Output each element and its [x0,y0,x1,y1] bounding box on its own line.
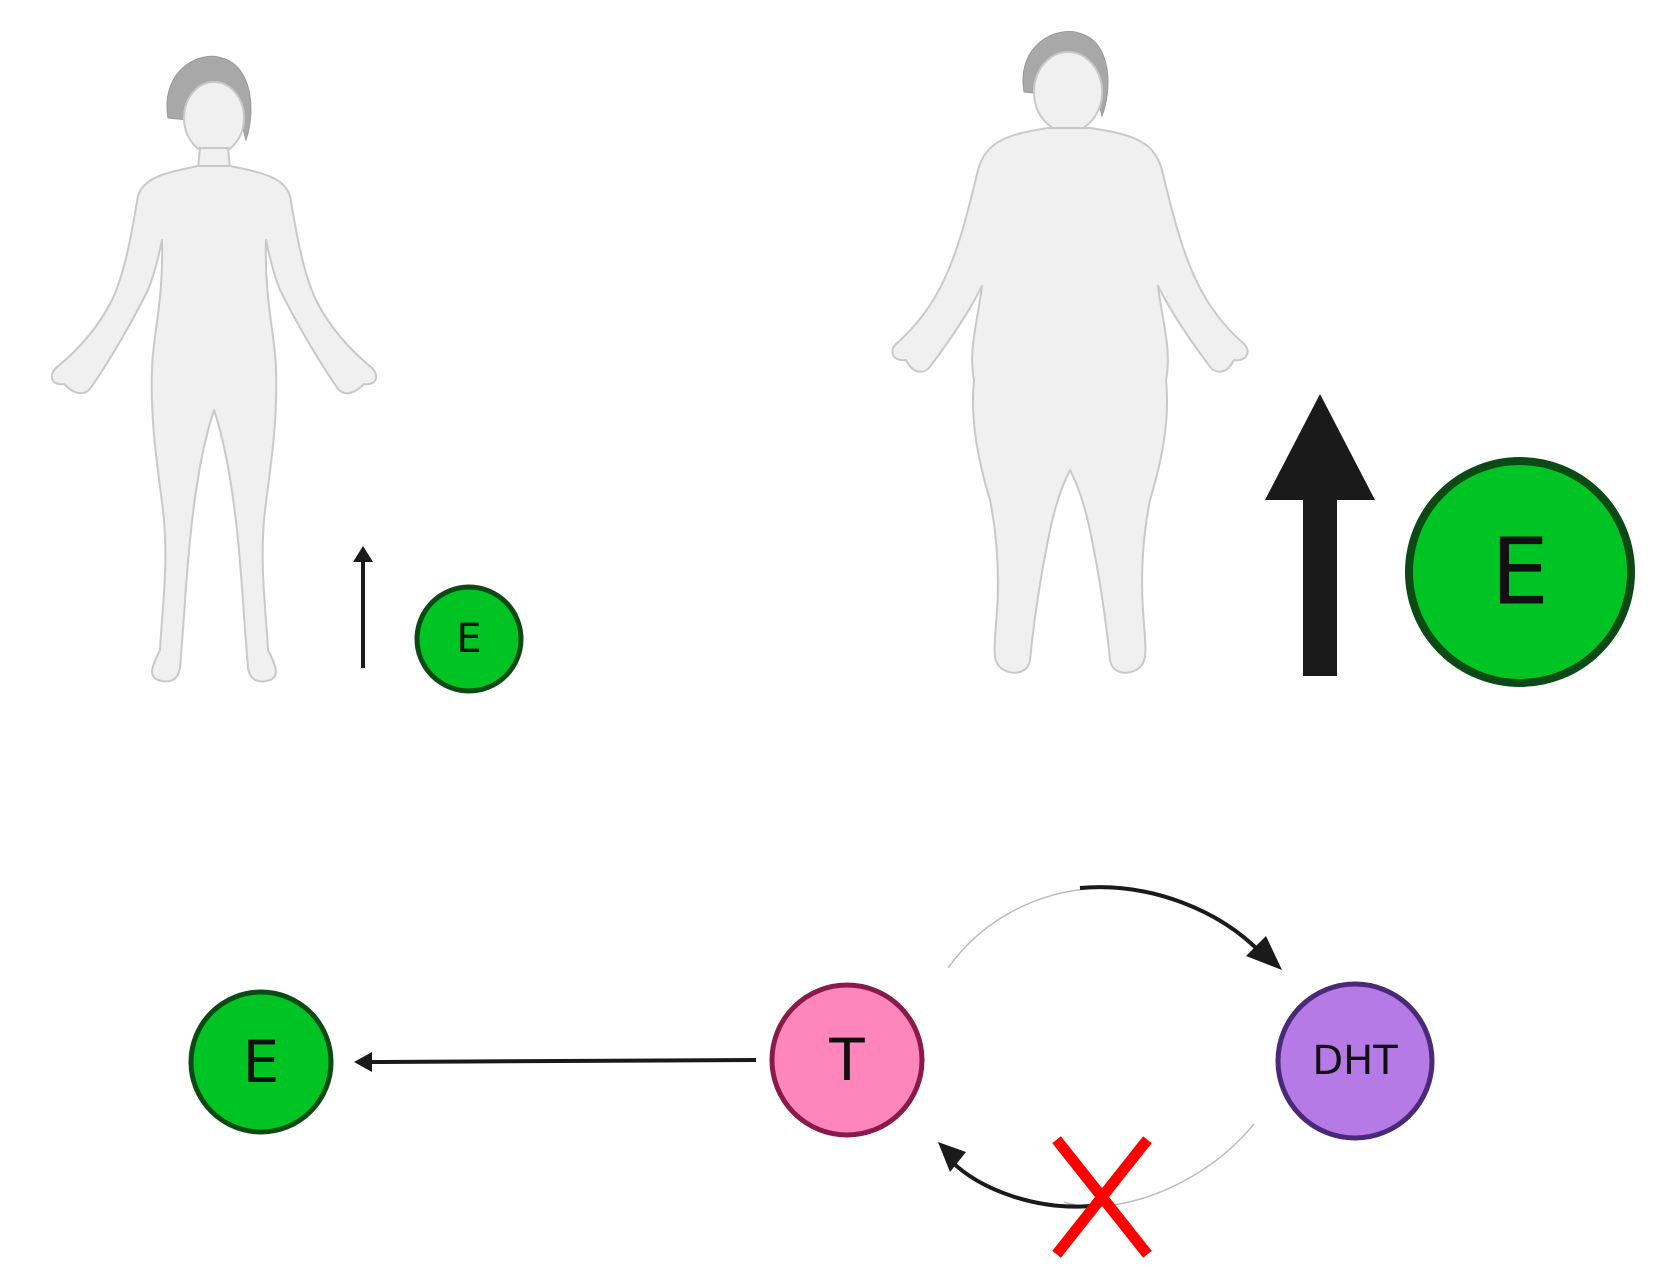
testosterone-to-estrogen-arrow [354,1052,757,1072]
pathway-estrogen-node: E [188,989,334,1135]
large-increase-arrow [1265,394,1375,676]
lean-estrogen-node: E [414,584,524,694]
lean-estrogen-label: E [456,616,481,662]
small-increase-arrow [353,546,373,668]
obese-woman-figure [891,30,1249,674]
lean-woman-body [50,165,378,683]
obese-estrogen-label: E [1491,519,1549,626]
pathway-dht-node: DHT [1275,981,1435,1141]
obese-woman-body [891,127,1249,674]
obese-woman-head [1033,51,1103,133]
obese-estrogen-node: E [1405,457,1635,687]
pathway-testosterone-node: T [769,982,925,1138]
lean-woman-head [183,81,245,155]
lean-woman-figure [50,55,378,683]
dht-to-testosterone-arrow [938,1123,1255,1209]
pathway-testosterone-label: T [828,1026,865,1094]
pathway-dht-label: DHT [1312,1038,1398,1084]
pathway-estrogen-label: E [243,1028,280,1096]
blocked-conversion-x-mark [1052,1136,1152,1258]
testosterone-to-dht-arrow [947,885,1282,970]
